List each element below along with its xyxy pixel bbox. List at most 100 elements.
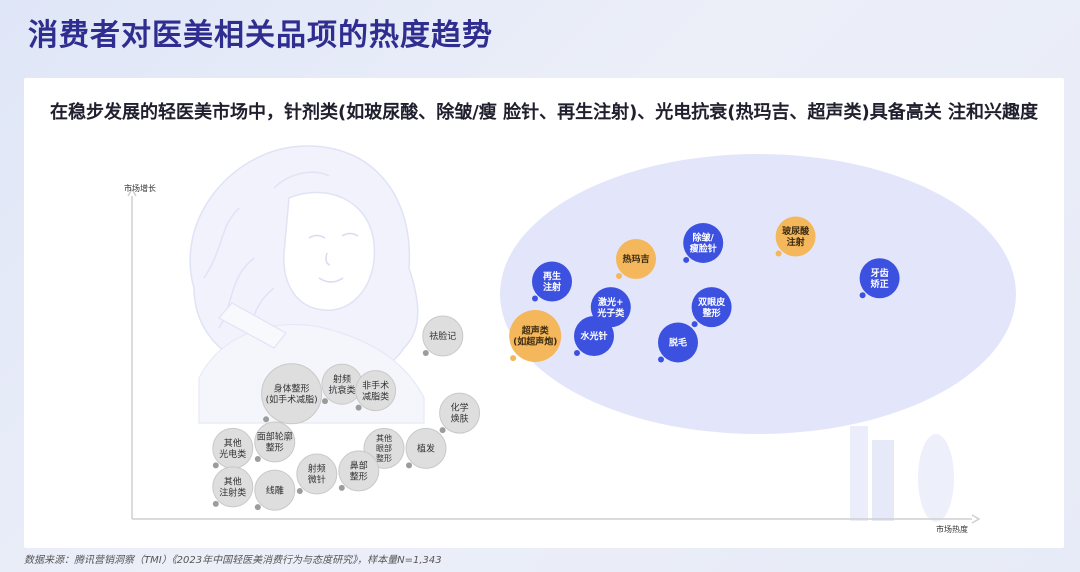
point-label: 其他眼部整形	[376, 433, 392, 463]
data-point: 水光针	[574, 316, 614, 357]
point-label: 身体整形(如手术减脂)	[266, 382, 318, 405]
point-bubble	[658, 322, 698, 363]
data-point: 化学焕肤	[439, 392, 481, 434]
data-point: 超声类(如超声炮)	[509, 310, 562, 363]
point-label: 除皱/瘦脸针	[690, 232, 717, 255]
hair-waves	[203, 171, 330, 354]
point-anchor-dot	[859, 292, 866, 299]
point-bubble	[616, 238, 656, 279]
point-bubble	[254, 421, 296, 463]
data-point: 射频微针	[296, 453, 338, 495]
point-label: 再生注射	[543, 270, 561, 293]
x-axis-arrow	[971, 514, 981, 524]
point-anchor-dot	[422, 350, 429, 357]
data-point: 其他光电类	[212, 427, 254, 469]
data-point: 再生注射	[532, 261, 572, 302]
axes: 市场增长 市场热度	[124, 183, 981, 534]
point-bubble	[422, 315, 464, 357]
point-anchor-dot	[691, 321, 698, 328]
point-anchor-dot	[775, 250, 782, 257]
point-bubble	[859, 258, 900, 299]
point-anchor-dot	[616, 272, 622, 279]
data-point: 面部轮廓整形	[254, 421, 296, 463]
point-bubble	[590, 287, 631, 328]
content-card: 在稳步发展的轻医美市场中，针剂类(如玻尿酸、除皱/瘦 脸针、再生注射)、光电抗衰…	[24, 78, 1064, 548]
data-points: 身体整形(如手术减脂) 射频抗衰类非手术减脂类面部轮廓整形 其他眼部整形 其他光电类 植…	[212, 216, 900, 511]
point-label: 其他注射类	[219, 476, 246, 499]
point-anchor-dot	[532, 295, 538, 302]
point-bubble	[691, 287, 732, 328]
data-point: 线雕	[254, 469, 296, 511]
point-bubble	[439, 392, 481, 434]
point-anchor-dot	[212, 462, 219, 469]
data-point: 玻尿酸注射	[775, 216, 816, 257]
point-label: 鼻部整形	[350, 460, 368, 483]
point-bubble	[775, 216, 816, 257]
page-title: 消费者对医美相关品项的热度趋势	[28, 18, 493, 53]
point-bubble	[254, 469, 296, 511]
insight-text: 在稳步发展的轻医美市场中，针剂类(如玻尿酸、除皱/瘦 脸针、再生注射)、光电抗衰…	[50, 102, 1039, 123]
point-bubble	[338, 450, 380, 492]
data-source: 数据来源：腾讯营销洞察（TMI）《2023年中国轻医美消费行为与态度研究》，样本…	[24, 555, 442, 566]
x-axis-label: 市场热度	[936, 524, 968, 534]
point-bubble	[683, 222, 724, 263]
point-label: 线雕	[266, 484, 284, 496]
scatter-chart: 市场增长 市场热度 身体整形(如手术减脂)射频抗衰类非手术减脂类面部轮廓整形其他…	[124, 145, 1016, 534]
point-label: 射频微针	[308, 463, 326, 486]
building-3	[918, 434, 954, 522]
point-bubble	[405, 427, 447, 469]
point-label: 射频抗衰类	[328, 373, 355, 396]
point-bubble	[261, 363, 323, 425]
face-features	[308, 232, 359, 283]
building-1	[850, 426, 868, 521]
point-anchor-dot	[322, 398, 328, 405]
point-bubble	[509, 310, 562, 363]
point-label: 水光针	[580, 330, 607, 342]
data-point: 植发	[405, 427, 447, 469]
building-2	[872, 440, 894, 521]
point-bubble	[355, 370, 397, 412]
y-axis-arrow	[127, 187, 137, 197]
point-label: 植发	[417, 443, 435, 455]
point-label: 化学焕肤	[451, 402, 469, 425]
point-anchor-dot	[263, 416, 270, 423]
point-bubble	[212, 466, 254, 508]
point-bubble	[574, 316, 614, 357]
data-point: 双眼皮整形	[691, 287, 732, 328]
point-label: 牙齿矫正	[871, 267, 889, 290]
y-axis-label: 市场增长	[124, 183, 156, 193]
data-point: 其他注射类	[212, 466, 254, 508]
highlight-ellipse	[500, 154, 1016, 434]
point-anchor-dot	[406, 462, 412, 469]
point-label: 玻尿酸注射	[782, 225, 810, 248]
point-anchor-dot	[683, 256, 690, 263]
point-label: 非手术减脂类	[362, 379, 389, 402]
point-label: 超声类(如超声炮)	[513, 325, 557, 348]
point-label: 双眼皮整形	[698, 296, 726, 319]
point-anchor-dot	[355, 404, 362, 411]
point-anchor-dot	[296, 488, 303, 495]
data-point: 牙齿矫正	[859, 258, 900, 299]
buildings-decoration	[850, 426, 954, 522]
data-point: 脱毛	[658, 322, 698, 363]
data-point: 除皱/瘦脸针	[683, 222, 724, 263]
device-shape	[218, 302, 287, 349]
data-point: 身体整形(如手术减脂)	[261, 363, 323, 425]
point-anchor-dot	[658, 356, 664, 363]
data-point: 热玛吉	[616, 238, 656, 279]
point-label: 祛脸记	[429, 330, 456, 342]
point-anchor-dot	[510, 355, 517, 362]
point-bubble	[532, 261, 572, 302]
point-label: 脱毛	[669, 337, 687, 349]
data-point: 祛脸记	[422, 315, 464, 357]
point-anchor-dot	[439, 427, 446, 434]
point-anchor-dot	[212, 500, 219, 507]
point-label: 面部轮廓整形	[257, 431, 293, 454]
point-label: 其他光电类	[219, 437, 246, 460]
point-label: 激光+光子类	[596, 296, 625, 319]
point-anchor-dot	[338, 484, 345, 491]
point-bubble	[296, 453, 338, 495]
point-anchor-dot	[254, 455, 261, 462]
data-point: 鼻部整形	[338, 450, 380, 492]
data-point: 射频抗衰类	[321, 363, 363, 405]
